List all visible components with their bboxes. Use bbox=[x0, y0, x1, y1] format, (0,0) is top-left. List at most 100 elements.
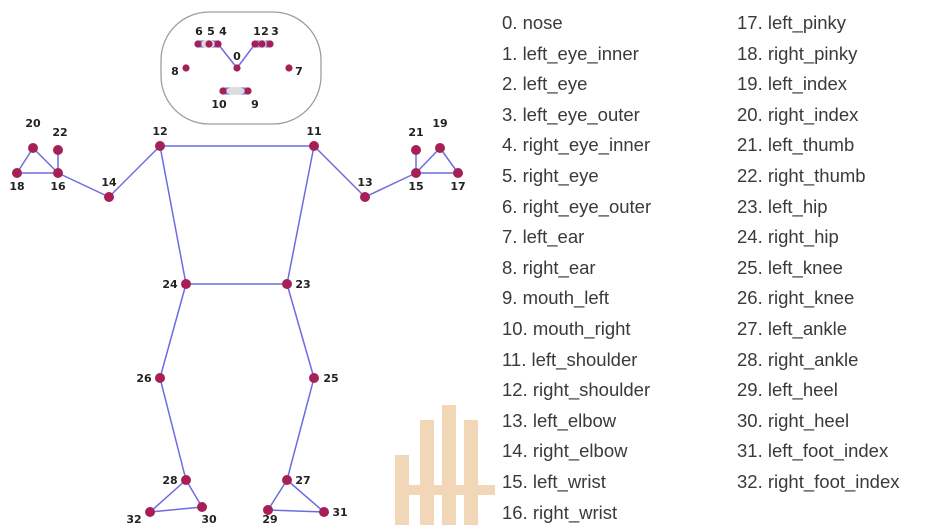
bone-12-24 bbox=[160, 146, 186, 284]
landmark-label-26: 26 bbox=[136, 372, 152, 385]
legend-item-right-ear: 8. right_ear bbox=[502, 253, 651, 284]
landmark-label-14: 14 bbox=[101, 176, 117, 189]
landmark-1 bbox=[251, 40, 258, 47]
landmark-label-29: 29 bbox=[262, 513, 277, 525]
landmark-21 bbox=[411, 145, 421, 155]
landmark-10 bbox=[219, 87, 226, 94]
landmark-label-7: 7 bbox=[295, 65, 303, 78]
legend-item-right-shoulder: 12. right_shoulder bbox=[502, 375, 651, 406]
legend-item-left-pinky: 17. left_pinky bbox=[737, 8, 900, 39]
bone-27-29 bbox=[268, 480, 287, 510]
landmark-label-21: 21 bbox=[408, 126, 423, 139]
bone-23-25 bbox=[287, 284, 314, 378]
landmark-6 bbox=[194, 40, 201, 47]
legend-item-left-eye: 2. left_eye bbox=[502, 69, 651, 100]
landmark-label-20: 20 bbox=[25, 117, 41, 130]
legend-item-right-ankle: 28. right_ankle bbox=[737, 345, 900, 376]
watermark-logo bbox=[395, 405, 495, 525]
landmark-0 bbox=[233, 64, 240, 71]
landmark-label-6: 6 bbox=[195, 25, 203, 38]
landmark-label-32: 32 bbox=[126, 513, 141, 525]
landmark-27 bbox=[282, 475, 292, 485]
landmark-label-25: 25 bbox=[323, 372, 338, 385]
bone-26-28 bbox=[160, 378, 186, 480]
landmark-label-30: 30 bbox=[201, 513, 217, 525]
legend-item-right-eye-outer: 6. right_eye_outer bbox=[502, 192, 651, 223]
landmark-14 bbox=[104, 192, 114, 202]
legend-item-right-knee: 26. right_knee bbox=[737, 283, 900, 314]
legend-item-mouth-left: 9. mouth_left bbox=[502, 283, 651, 314]
landmark-label-18: 18 bbox=[9, 180, 24, 193]
legend-item-left-index: 19. left_index bbox=[737, 69, 900, 100]
landmark-label-24: 24 bbox=[162, 278, 178, 291]
landmark-16 bbox=[53, 168, 63, 178]
legend-item-mouth-right: 10. mouth_right bbox=[502, 314, 651, 345]
landmark-22 bbox=[53, 145, 63, 155]
bone-24-26 bbox=[160, 284, 186, 378]
legend-item-right-eye-inner: 4. right_eye_inner bbox=[502, 130, 651, 161]
landmark-24 bbox=[181, 279, 191, 289]
legend-item-right-wrist: 16. right_wrist bbox=[502, 498, 651, 528]
landmark-20 bbox=[28, 143, 38, 153]
landmark-3 bbox=[266, 40, 273, 47]
landmark-2 bbox=[258, 40, 265, 47]
legend-item-left-hip: 23. left_hip bbox=[737, 192, 900, 223]
legend-item-right-thumb: 22. right_thumb bbox=[737, 161, 900, 192]
landmark-25 bbox=[309, 373, 319, 383]
legend-item-left-eye-outer: 3. left_eye_outer bbox=[502, 100, 651, 131]
landmark-5 bbox=[205, 40, 212, 47]
landmark-label-22: 22 bbox=[52, 126, 67, 139]
landmark-label-17: 17 bbox=[450, 180, 465, 193]
legend-item-left-wrist: 15. left_wrist bbox=[502, 467, 651, 498]
landmark-label-9: 9 bbox=[251, 98, 259, 111]
legend-item-left-shoulder: 11. left_shoulder bbox=[502, 345, 651, 376]
landmark-label-8: 8 bbox=[171, 65, 179, 78]
landmark-26 bbox=[155, 373, 165, 383]
bone-25-27 bbox=[287, 378, 314, 480]
legend-item-left-elbow: 13. left_elbow bbox=[502, 406, 651, 437]
legend-item-left-knee: 25. left_knee bbox=[737, 253, 900, 284]
legend-item-left-ear: 7. left_ear bbox=[502, 222, 651, 253]
legend-item-left-thumb: 21. left_thumb bbox=[737, 130, 900, 161]
landmark-label-1: 1 bbox=[253, 25, 261, 38]
bone-11-13 bbox=[314, 146, 365, 197]
legend-item-left-eye-inner: 1. left_eye_inner bbox=[502, 39, 651, 70]
legend-item-right-eye: 5. right_eye bbox=[502, 161, 651, 192]
legend-item-left-heel: 29. left_heel bbox=[737, 375, 900, 406]
landmark-28 bbox=[181, 475, 191, 485]
landmark-15 bbox=[411, 168, 421, 178]
landmark-label-3: 3 bbox=[271, 25, 279, 38]
bone-29-31 bbox=[268, 510, 324, 512]
legend-item-right-foot-index: 32. right_foot_index bbox=[737, 467, 900, 498]
landmark-label-13: 13 bbox=[357, 176, 372, 189]
landmark-label-31: 31 bbox=[332, 506, 347, 519]
landmark-label-12: 12 bbox=[152, 125, 167, 138]
landmark-31 bbox=[319, 507, 329, 517]
landmark-11 bbox=[309, 141, 319, 151]
landmark-label-2: 2 bbox=[261, 25, 269, 38]
landmark-4 bbox=[214, 40, 221, 47]
landmark-label-5: 5 bbox=[207, 25, 215, 38]
legend-item-left-ankle: 27. left_ankle bbox=[737, 314, 900, 345]
landmark-label-11: 11 bbox=[306, 125, 321, 138]
landmark-13 bbox=[360, 192, 370, 202]
landmark-18 bbox=[12, 168, 22, 178]
legend-item-right-elbow: 14. right_elbow bbox=[502, 436, 651, 467]
landmark-label-10: 10 bbox=[211, 98, 227, 111]
face-feature-fill-10-9 bbox=[226, 87, 245, 95]
landmark-label-19: 19 bbox=[432, 117, 447, 130]
bone-11-23 bbox=[287, 146, 314, 284]
landmark-17 bbox=[453, 168, 463, 178]
legend-item-right-pinky: 18. right_pinky bbox=[737, 39, 900, 70]
landmark-label-27: 27 bbox=[295, 474, 310, 487]
legend-item-left-foot-index: 31. left_foot_index bbox=[737, 436, 900, 467]
landmark-7 bbox=[285, 64, 292, 71]
landmark-9 bbox=[244, 87, 251, 94]
landmark-label-0: 0 bbox=[233, 50, 241, 63]
landmark-19 bbox=[435, 143, 445, 153]
landmark-8 bbox=[182, 64, 189, 71]
legend-item-right-heel: 30. right_heel bbox=[737, 406, 900, 437]
legend-item-right-hip: 24. right_hip bbox=[737, 222, 900, 253]
legend-item-nose: 0. nose bbox=[502, 8, 651, 39]
